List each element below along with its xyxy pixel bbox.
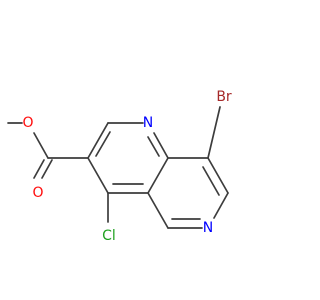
atom-nitrogen-6: N — [203, 220, 213, 236]
atom-nitrogen-1: N — [143, 115, 153, 131]
atom-labels: Br N N Cl O O — [22, 89, 231, 244]
bond-c8-c7 — [207, 157, 229, 194]
bond-c5-c4a — [147, 192, 169, 229]
bond-c8-c7-inner — [202, 166, 220, 196]
bond-c2-c3-inner — [95, 131, 111, 157]
bond-c8-br — [207, 106, 221, 159]
bond-ccarbonyl-o-double-b — [41, 159, 53, 179]
bond-c8a-n1 — [153, 132, 169, 159]
bond-c4a-c8a — [147, 157, 169, 194]
atom-oxygen-ester: O — [22, 115, 33, 131]
atom-chlorine: Cl — [102, 228, 116, 244]
atom-oxygen-carbonyl: O — [32, 185, 43, 201]
bond-ccarbonyl-oester — [33, 132, 49, 159]
bond-c3-c4 — [87, 157, 109, 194]
bond-c8a-n1-inner — [147, 136, 160, 157]
atom-bromine: Br — [216, 89, 232, 105]
bond-c2-c3 — [87, 122, 109, 159]
molecule-structure-diagram: Br N N Cl O O — [7, 89, 232, 244]
bond-c7-n6 — [213, 192, 229, 219]
bonds — [7, 106, 229, 229]
bond-ccarbonyl-o-double-a — [33, 159, 45, 179]
